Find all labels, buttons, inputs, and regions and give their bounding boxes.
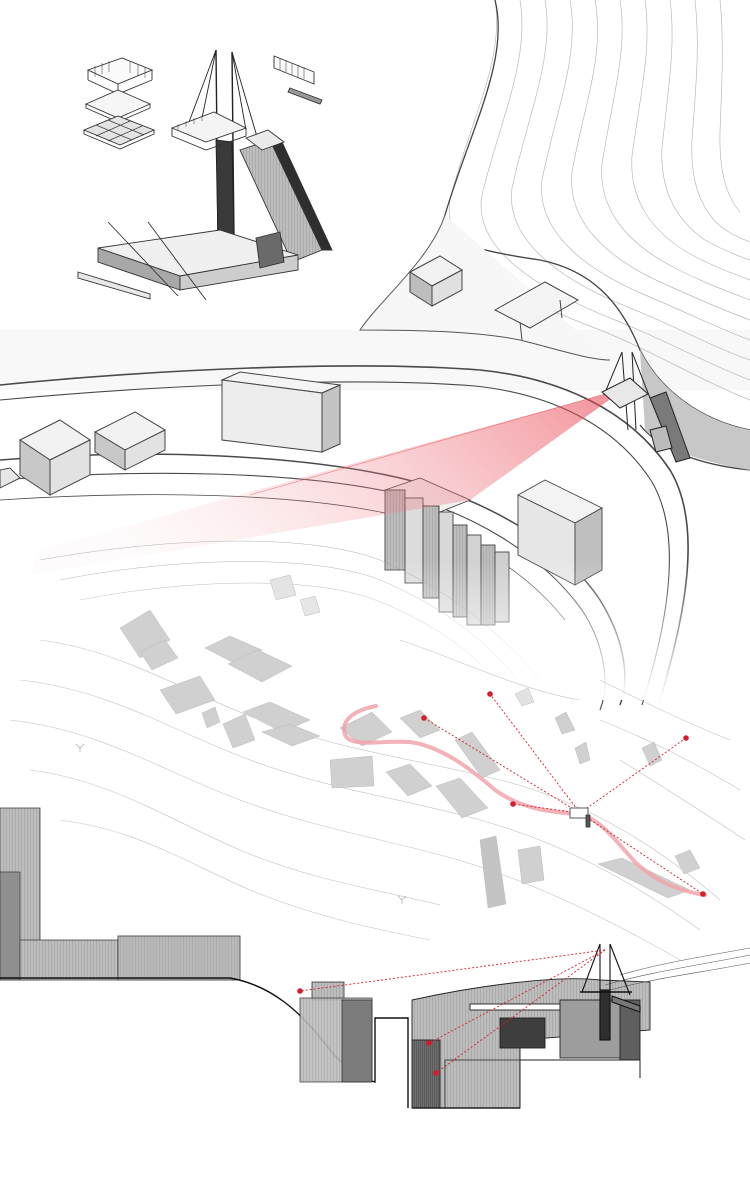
section-main-building	[411, 978, 651, 1109]
plan-viewpoints	[421, 691, 706, 897]
tower-section	[580, 943, 641, 1041]
plan-viewpoint-dot-4	[510, 801, 516, 807]
plateau-building-1	[409, 255, 463, 307]
mountain-contours	[448, 0, 750, 401]
houses-row-left	[0, 411, 167, 496]
plateau-canopy	[493, 281, 580, 341]
section-viewpoint-dot-3	[433, 1070, 439, 1076]
section-viewpoint-dot-2	[426, 1040, 432, 1046]
walking-route	[342, 704, 707, 897]
section-sightline-1	[299, 949, 606, 992]
plan-sightline-1	[489, 693, 581, 814]
plan-contours	[9, 639, 746, 961]
railing-frame-right	[273, 55, 323, 105]
section-viewpoints	[297, 988, 439, 1076]
plan-viewpoint-dot-3	[683, 735, 689, 741]
section-sightline-2	[428, 949, 606, 1044]
exploded-axonometric	[77, 49, 333, 301]
section-ridge	[604, 947, 750, 991]
base-plinth	[77, 221, 299, 301]
plan-sightline-5	[579, 812, 704, 895]
plan-viewpoint-dot-5	[700, 891, 706, 897]
section-slope-buildings	[299, 981, 373, 1083]
view-cone	[30, 392, 612, 575]
plan-sightline-3	[579, 737, 687, 814]
viewing-deck	[170, 111, 248, 151]
section-sightlines	[299, 949, 606, 1074]
plan-sightline-4	[512, 803, 581, 814]
plan-sightlines	[423, 693, 704, 895]
plan-viewpoint-dot-2	[421, 715, 427, 721]
tower-mast	[185, 49, 259, 241]
tower-aerial	[601, 351, 691, 463]
stair-ramp	[239, 129, 333, 263]
site-section	[0, 807, 750, 1109]
section-left-buildings	[0, 807, 241, 981]
section-viewpoint-dot-1	[297, 988, 303, 994]
section-sightline-3	[435, 949, 606, 1074]
plan-viewpoint-dot-1	[487, 691, 493, 697]
site-plan	[9, 574, 746, 961]
tower-plan	[569, 807, 591, 828]
plan-sightline-2	[423, 717, 581, 814]
structure-grid	[82, 115, 156, 150]
aerial-view	[0, 0, 750, 711]
mountain-edge	[443, 0, 750, 471]
central-block	[220, 371, 342, 453]
